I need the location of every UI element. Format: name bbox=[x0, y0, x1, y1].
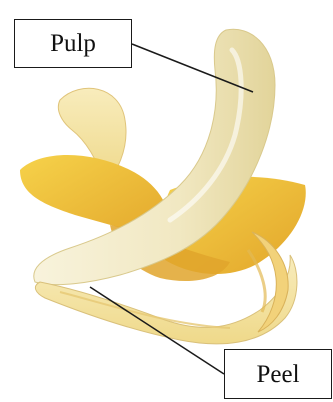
pulp-label-text: Pulp bbox=[50, 31, 96, 56]
pulp-label: Pulp bbox=[14, 19, 132, 68]
peel-label-text: Peel bbox=[256, 362, 299, 387]
peel-label: Peel bbox=[224, 349, 332, 399]
